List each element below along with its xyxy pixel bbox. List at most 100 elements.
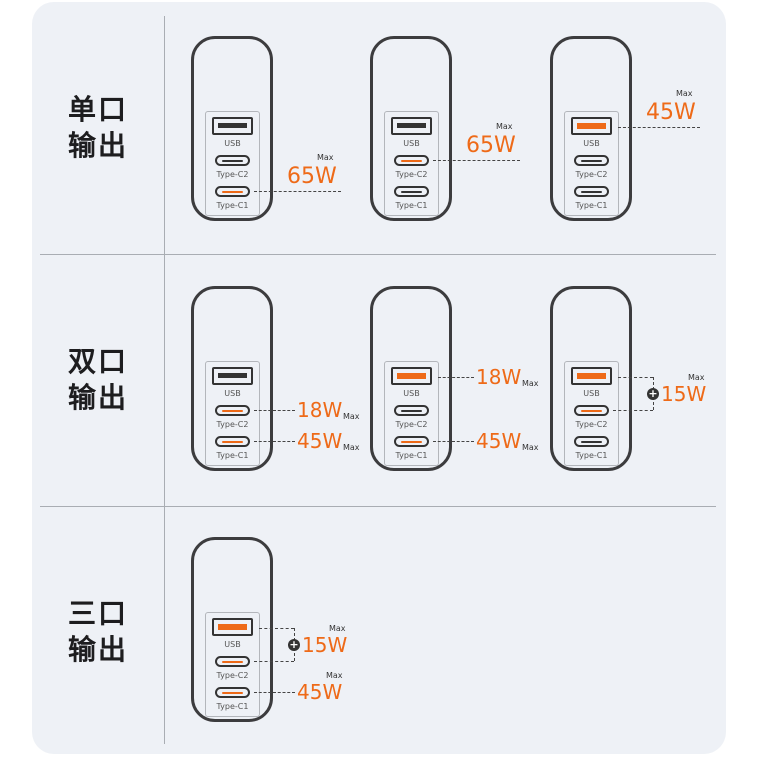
type-c1-port: [574, 186, 609, 197]
usb-label: USB: [224, 139, 241, 148]
wattage-value: 65W: [287, 164, 337, 189]
usb-port-slot: [577, 122, 606, 129]
usb-port-slot: [577, 372, 606, 379]
type-c2-port: [574, 155, 609, 166]
type-c1-port: [394, 436, 429, 447]
wattage-value: 65W: [466, 133, 516, 158]
row-divider-1: [40, 254, 716, 255]
leader-line: [438, 377, 474, 378]
leader-line: [254, 661, 294, 662]
vertical-divider: [164, 16, 165, 744]
leader-line: [254, 441, 295, 442]
type-c2-label: Type-C2: [395, 170, 428, 179]
leader-line: [433, 441, 474, 442]
max-label: Max: [688, 373, 705, 382]
type-c1-port: [215, 687, 250, 698]
type-c2-port: [394, 155, 429, 166]
row-divider-2: [40, 506, 716, 507]
usb-label: USB: [583, 139, 600, 148]
usb-label: USB: [224, 389, 241, 398]
type-c1-label: Type-C1: [395, 451, 428, 460]
type-c2-port: [215, 656, 250, 667]
leader-line: [254, 410, 295, 411]
usb-label: USB: [583, 389, 600, 398]
type-c2-port: [215, 405, 250, 416]
usb-a-port: [571, 117, 612, 135]
type-c2-slot: [222, 409, 243, 412]
type-c1-label: Type-C1: [216, 451, 249, 460]
type-c1-label: Type-C1: [575, 451, 608, 460]
leader-line: [433, 160, 520, 161]
usb-port-slot: [397, 372, 426, 379]
type-c1-label: Type-C1: [575, 201, 608, 210]
usb-a-port: [212, 117, 253, 135]
usb-port-slot: [397, 123, 426, 128]
leader-line: [618, 377, 653, 378]
plus-circle-icon: +: [288, 638, 300, 651]
max-label: Max: [326, 671, 343, 680]
type-c2-label: Type-C2: [575, 420, 608, 429]
wattage-value: 45W: [297, 680, 343, 704]
wattage-value: 18W: [476, 365, 522, 389]
usb-port-slot: [218, 373, 247, 378]
type-c2-slot: [401, 409, 422, 412]
plus-circle-icon: +: [647, 387, 659, 400]
type-c1-slot: [401, 190, 422, 193]
type-c2-port: [574, 405, 609, 416]
type-c1-port: [215, 186, 250, 197]
wattage-value: 18W: [297, 398, 343, 422]
type-c1-label: Type-C1: [216, 702, 249, 711]
wattage-value: 15W: [302, 633, 348, 657]
type-c2-port: [215, 155, 250, 166]
usb-label: USB: [403, 139, 420, 148]
wattage-value: 45W: [476, 429, 522, 453]
leader-line: [254, 692, 295, 693]
type-c1-port: [574, 436, 609, 447]
usb-label: USB: [403, 389, 420, 398]
type-c2-label: Type-C2: [216, 420, 249, 429]
wattage-value: 15W: [661, 382, 707, 406]
type-c2-label: Type-C2: [575, 170, 608, 179]
max-label: Max: [317, 153, 334, 162]
type-c2-label: Type-C2: [216, 170, 249, 179]
max-label: Max: [329, 624, 346, 633]
type-c1-port: [394, 186, 429, 197]
type-c1-slot: [401, 440, 422, 443]
usb-a-port: [212, 367, 253, 385]
max-label: Max: [522, 379, 539, 388]
leader-line: [613, 410, 653, 411]
type-c2-slot: [581, 409, 602, 412]
leader-line: [254, 191, 341, 192]
usb-a-port: [391, 367, 432, 385]
type-c2-slot: [222, 660, 243, 663]
max-label: Max: [343, 412, 360, 421]
type-c2-slot: [401, 159, 422, 162]
wattage-value: 45W: [297, 429, 343, 453]
type-c2-slot: [222, 159, 243, 162]
max-label: Max: [496, 122, 513, 131]
type-c2-slot: [581, 159, 602, 162]
type-c1-slot: [581, 440, 602, 443]
leader-line: [618, 127, 700, 128]
row-label-2: 双口输出: [68, 345, 129, 414]
wattage-value: 45W: [646, 100, 696, 125]
type-c1-label: Type-C1: [395, 201, 428, 210]
usb-port-slot: [218, 623, 247, 630]
type-c1-slot: [222, 190, 243, 193]
max-label: Max: [522, 443, 539, 452]
max-label: Max: [343, 443, 360, 452]
usb-a-port: [212, 618, 253, 636]
